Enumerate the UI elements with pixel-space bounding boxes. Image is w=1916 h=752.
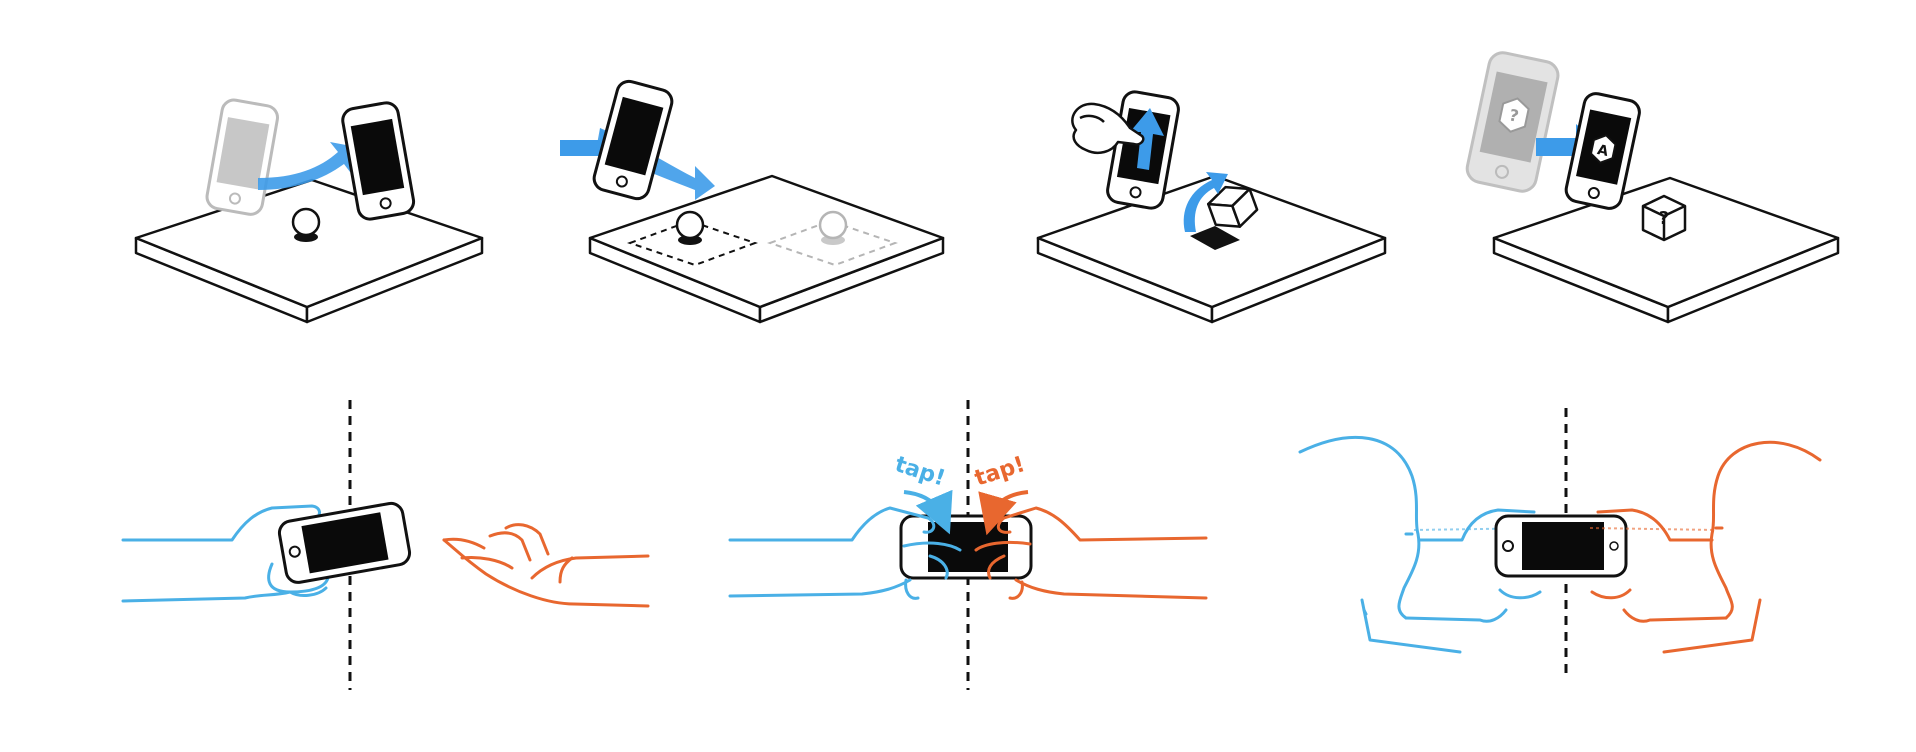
ghost-ball-icon [818,210,848,245]
ball-icon [291,207,321,242]
lift-arrow-icon [1183,172,1228,232]
table-platform [1036,174,1387,324]
table-platform [1492,176,1840,324]
ghost-phone-mark: ? [1507,105,1520,126]
phone-landscape-icon [1494,514,1628,578]
table-platform [134,178,484,324]
panel-double-tap: tap! tap! [728,400,1208,690]
tap-arrow-orange-icon [978,490,1029,536]
orange-hand-icon [442,523,650,608]
panel-hand-off [121,400,650,690]
tap-label-right: tap! [972,452,1028,492]
dashed-zone-left [626,219,759,267]
phone-landscape-icon [899,514,1033,580]
table-platform [588,174,945,324]
phone-icon [592,79,674,201]
orange-person-icon [1590,440,1822,654]
phone-icon [341,101,416,221]
cube-icon [1206,185,1259,228]
tap-arrow-blue-icon [903,489,953,535]
panel-swipe-lift [1036,90,1387,324]
panel-move-phone [134,98,484,324]
move-arrow-icon [258,142,362,190]
blue-person-icon [1298,435,1542,654]
panel-transfer-item: ? ? A [1465,51,1840,324]
unknown-cube-icon: ? [1641,194,1687,242]
unknown-cube-mark: ? [1659,208,1669,229]
phone-result-mark: A [1596,142,1610,160]
ghost-phone-icon: ? [1465,51,1560,193]
cube-shadow [1190,226,1240,250]
swipe-up-arrow-icon [1130,108,1164,170]
finger-hand-icon [1071,102,1145,154]
phone-landscape-icon [277,501,412,584]
panel-face-to-face [1298,408,1822,680]
dashed-zone-right [766,219,899,267]
ball-icon [675,210,705,245]
phone-icon: A [1564,92,1641,210]
tap-label-left: tap! [892,452,948,492]
panel-swap-position [560,79,945,324]
